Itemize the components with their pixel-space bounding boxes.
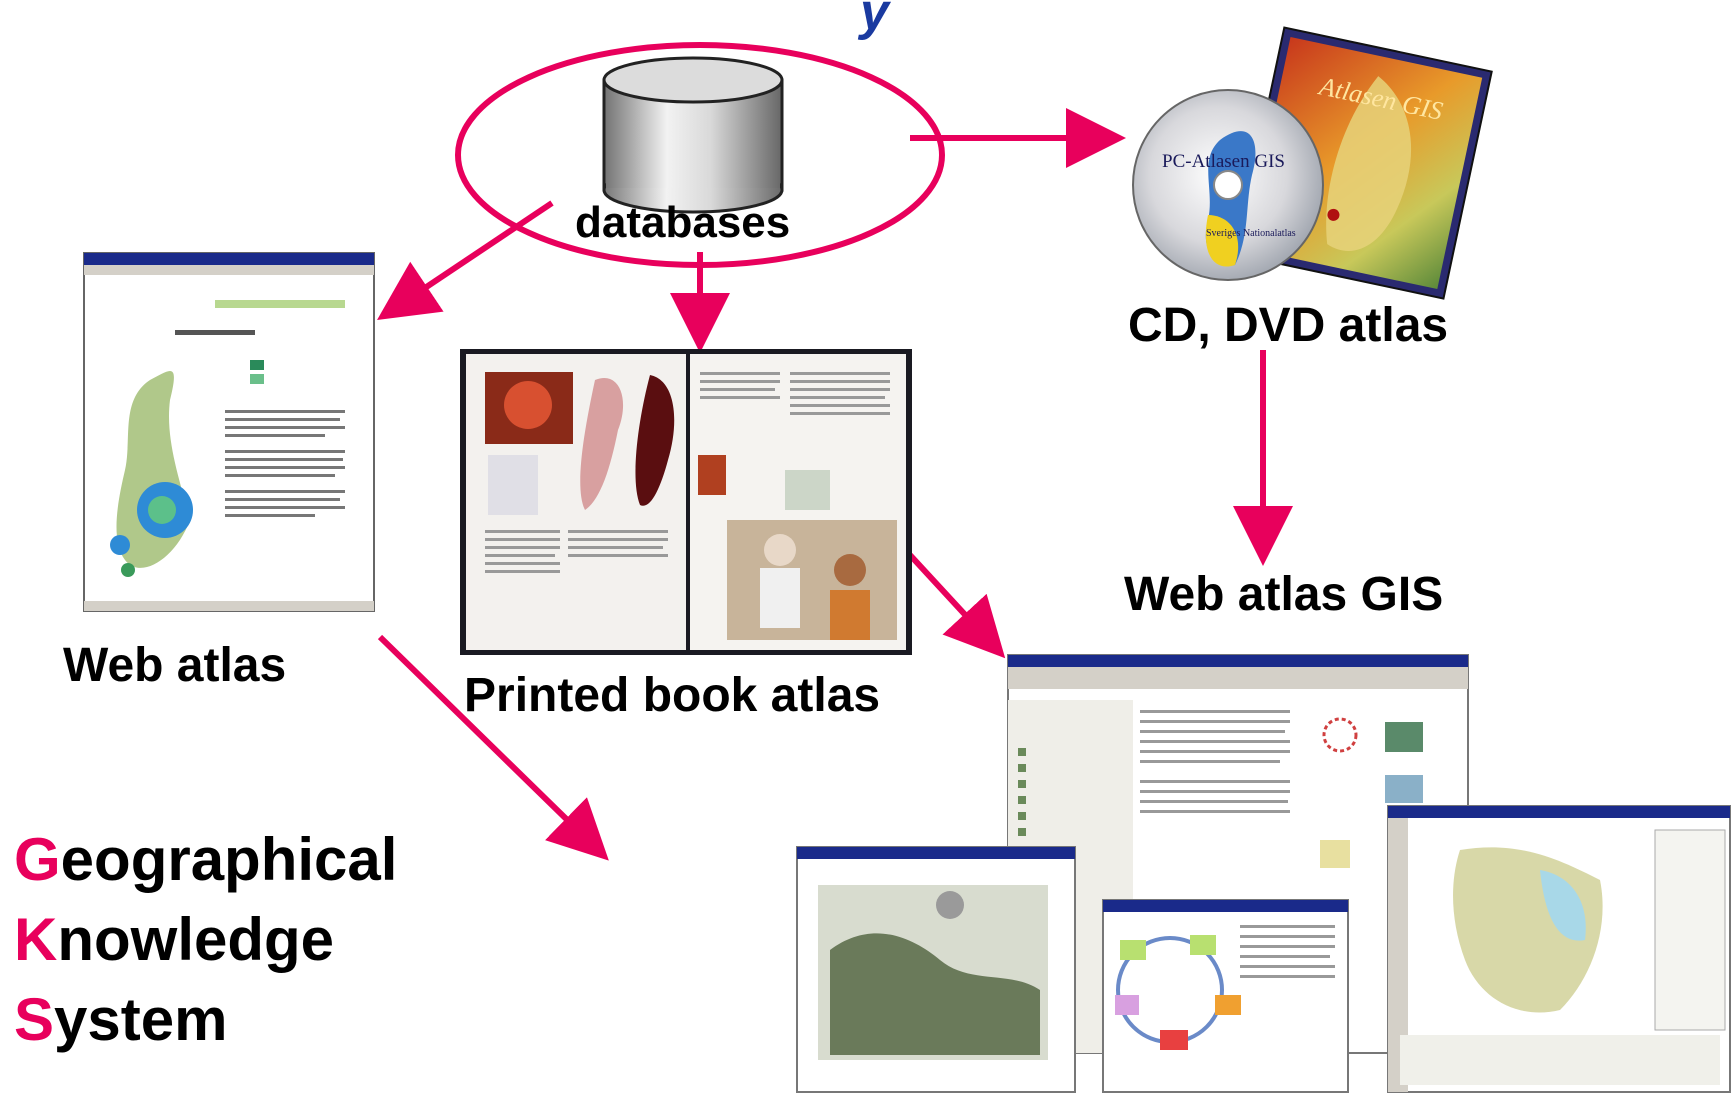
cd-dvd-atlas-label: CD, DVD atlas — [1128, 299, 1449, 352]
gks-line-knowledge: Knowledge — [14, 900, 397, 980]
arrow-web-atlas-to-gks — [377, 634, 609, 861]
web-atlas-label: Web atlas — [63, 639, 287, 692]
gks-rest: eographical — [60, 826, 398, 893]
gks-rest: ystem — [54, 986, 228, 1053]
gks-initial: S — [14, 986, 55, 1053]
database-cylinder-icon — [602, 56, 784, 214]
cd-disc-title: PC-Atlasen GIS — [1162, 151, 1285, 172]
arrow-book-to-screens — [907, 552, 1006, 659]
gks-line-system: System — [14, 980, 397, 1060]
title-fragment: y — [860, 0, 889, 41]
gks-line-geographical: Geographical — [14, 820, 397, 900]
web-atlas-gis-screenshots — [796, 654, 1731, 1093]
arrow-databases-to-web-atlas — [377, 200, 554, 321]
databases-label: databases — [575, 198, 791, 247]
printed-book-atlas-label: Printed book atlas — [464, 669, 881, 722]
cd-disc-subtitle: Sveriges Nationalatlas — [1206, 228, 1296, 239]
web-atlas-screenshot — [83, 252, 375, 612]
gks-rest: nowledge — [57, 906, 335, 973]
gks-initial: G — [14, 826, 61, 893]
gks-initial: K — [14, 906, 58, 973]
printed-book-atlas-image — [460, 349, 912, 655]
web-atlas-gis-label: Web atlas GIS — [1124, 568, 1444, 621]
gks-acronym: Geographical Knowledge System — [14, 820, 397, 1060]
cd-dvd-atlas-image: Atlasen GIS PC-Atlasen GIS Sveriges Nati… — [1132, 26, 1493, 300]
